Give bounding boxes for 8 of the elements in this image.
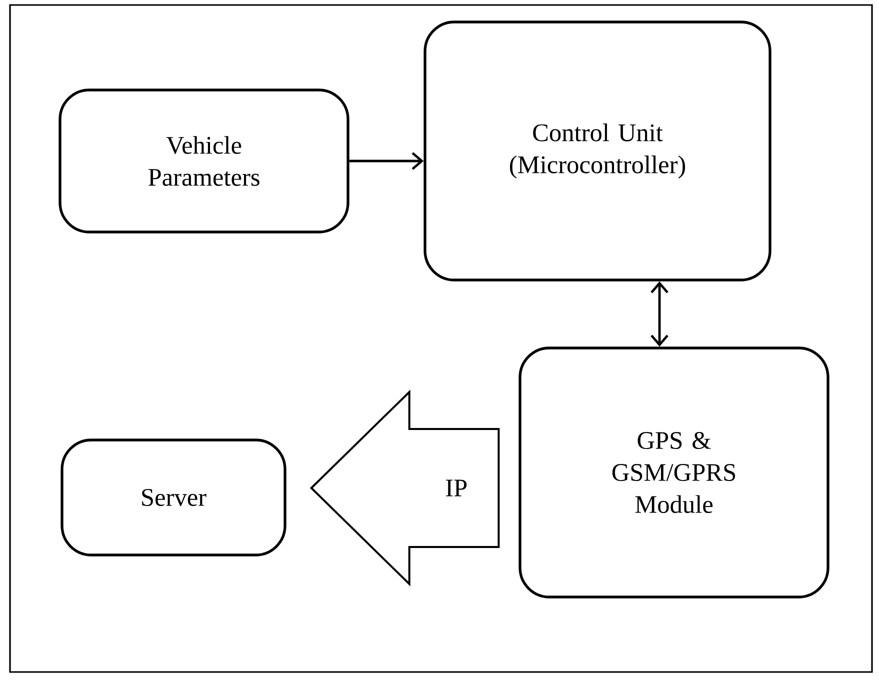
block-arrow: [310, 390, 500, 586]
arrow: [349, 152, 424, 170]
process-box: Control Unit (Microcontroller): [424, 20, 772, 282]
process-box: Server: [60, 438, 286, 556]
process-box: GPS & GSM/GPRS Module: [518, 346, 830, 598]
process-box: Vehicle Parameters: [58, 88, 350, 234]
edge-label: IP: [444, 478, 469, 498]
arrow: [650, 281, 668, 347]
